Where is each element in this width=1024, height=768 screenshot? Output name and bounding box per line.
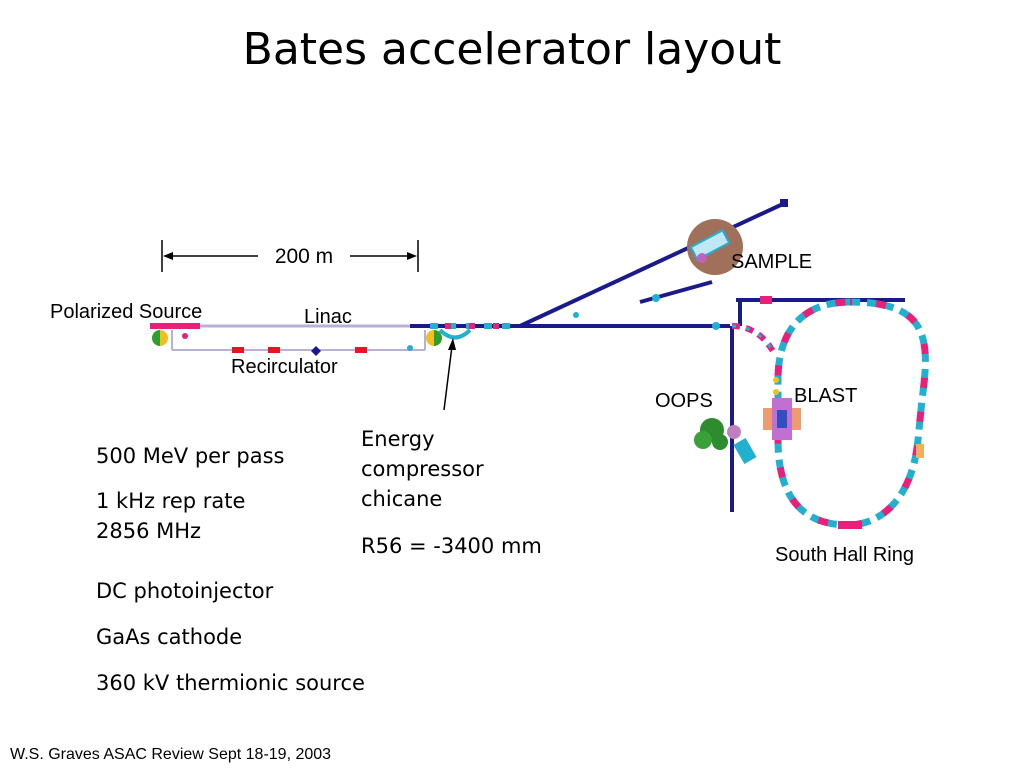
- linac-beamline: [150, 323, 442, 356]
- sample-label: SAMPLE: [731, 251, 812, 273]
- oops-detector-icon: [694, 418, 757, 465]
- page-title: Bates accelerator layout: [242, 24, 782, 75]
- chicane-line-1: Energy: [361, 427, 435, 451]
- blast-detector-icon: [763, 398, 801, 440]
- south-hall-ring-label: South Hall Ring: [775, 544, 914, 566]
- polarized-source-label: Polarized Source: [50, 301, 202, 323]
- spec-cathode: GaAs cathode: [96, 625, 243, 649]
- spec-frequency: 2856 MHz: [96, 519, 202, 543]
- chicane-r56: R56 = -3400 mm: [361, 534, 542, 558]
- scale-bar: 200 m: [161, 240, 419, 272]
- scale-bar-label: 200 m: [275, 245, 333, 268]
- spec-rep-rate: 1 kHz rep rate: [96, 489, 246, 513]
- chicane-line-3: chicane: [361, 487, 443, 511]
- south-hall-ring: [731, 296, 929, 529]
- chicane-pointer: [443, 345, 453, 411]
- oops-label: OOPS: [655, 390, 713, 412]
- footer-credit: W.S. Graves ASAC Review Sept 18-19, 2003: [10, 746, 332, 763]
- recirculator-label: Recirculator: [231, 356, 338, 378]
- sample-detector-icon: [687, 219, 743, 275]
- spec-energy: 500 MeV per pass: [96, 444, 285, 468]
- spec-source: 360 kV thermionic source: [96, 671, 365, 695]
- blast-label: BLAST: [794, 385, 857, 407]
- spec-injector: DC photoinjector: [96, 579, 274, 603]
- linac-label: Linac: [304, 306, 352, 328]
- chicane-line-2: compressor: [361, 457, 484, 481]
- transport-beamline: [410, 199, 788, 512]
